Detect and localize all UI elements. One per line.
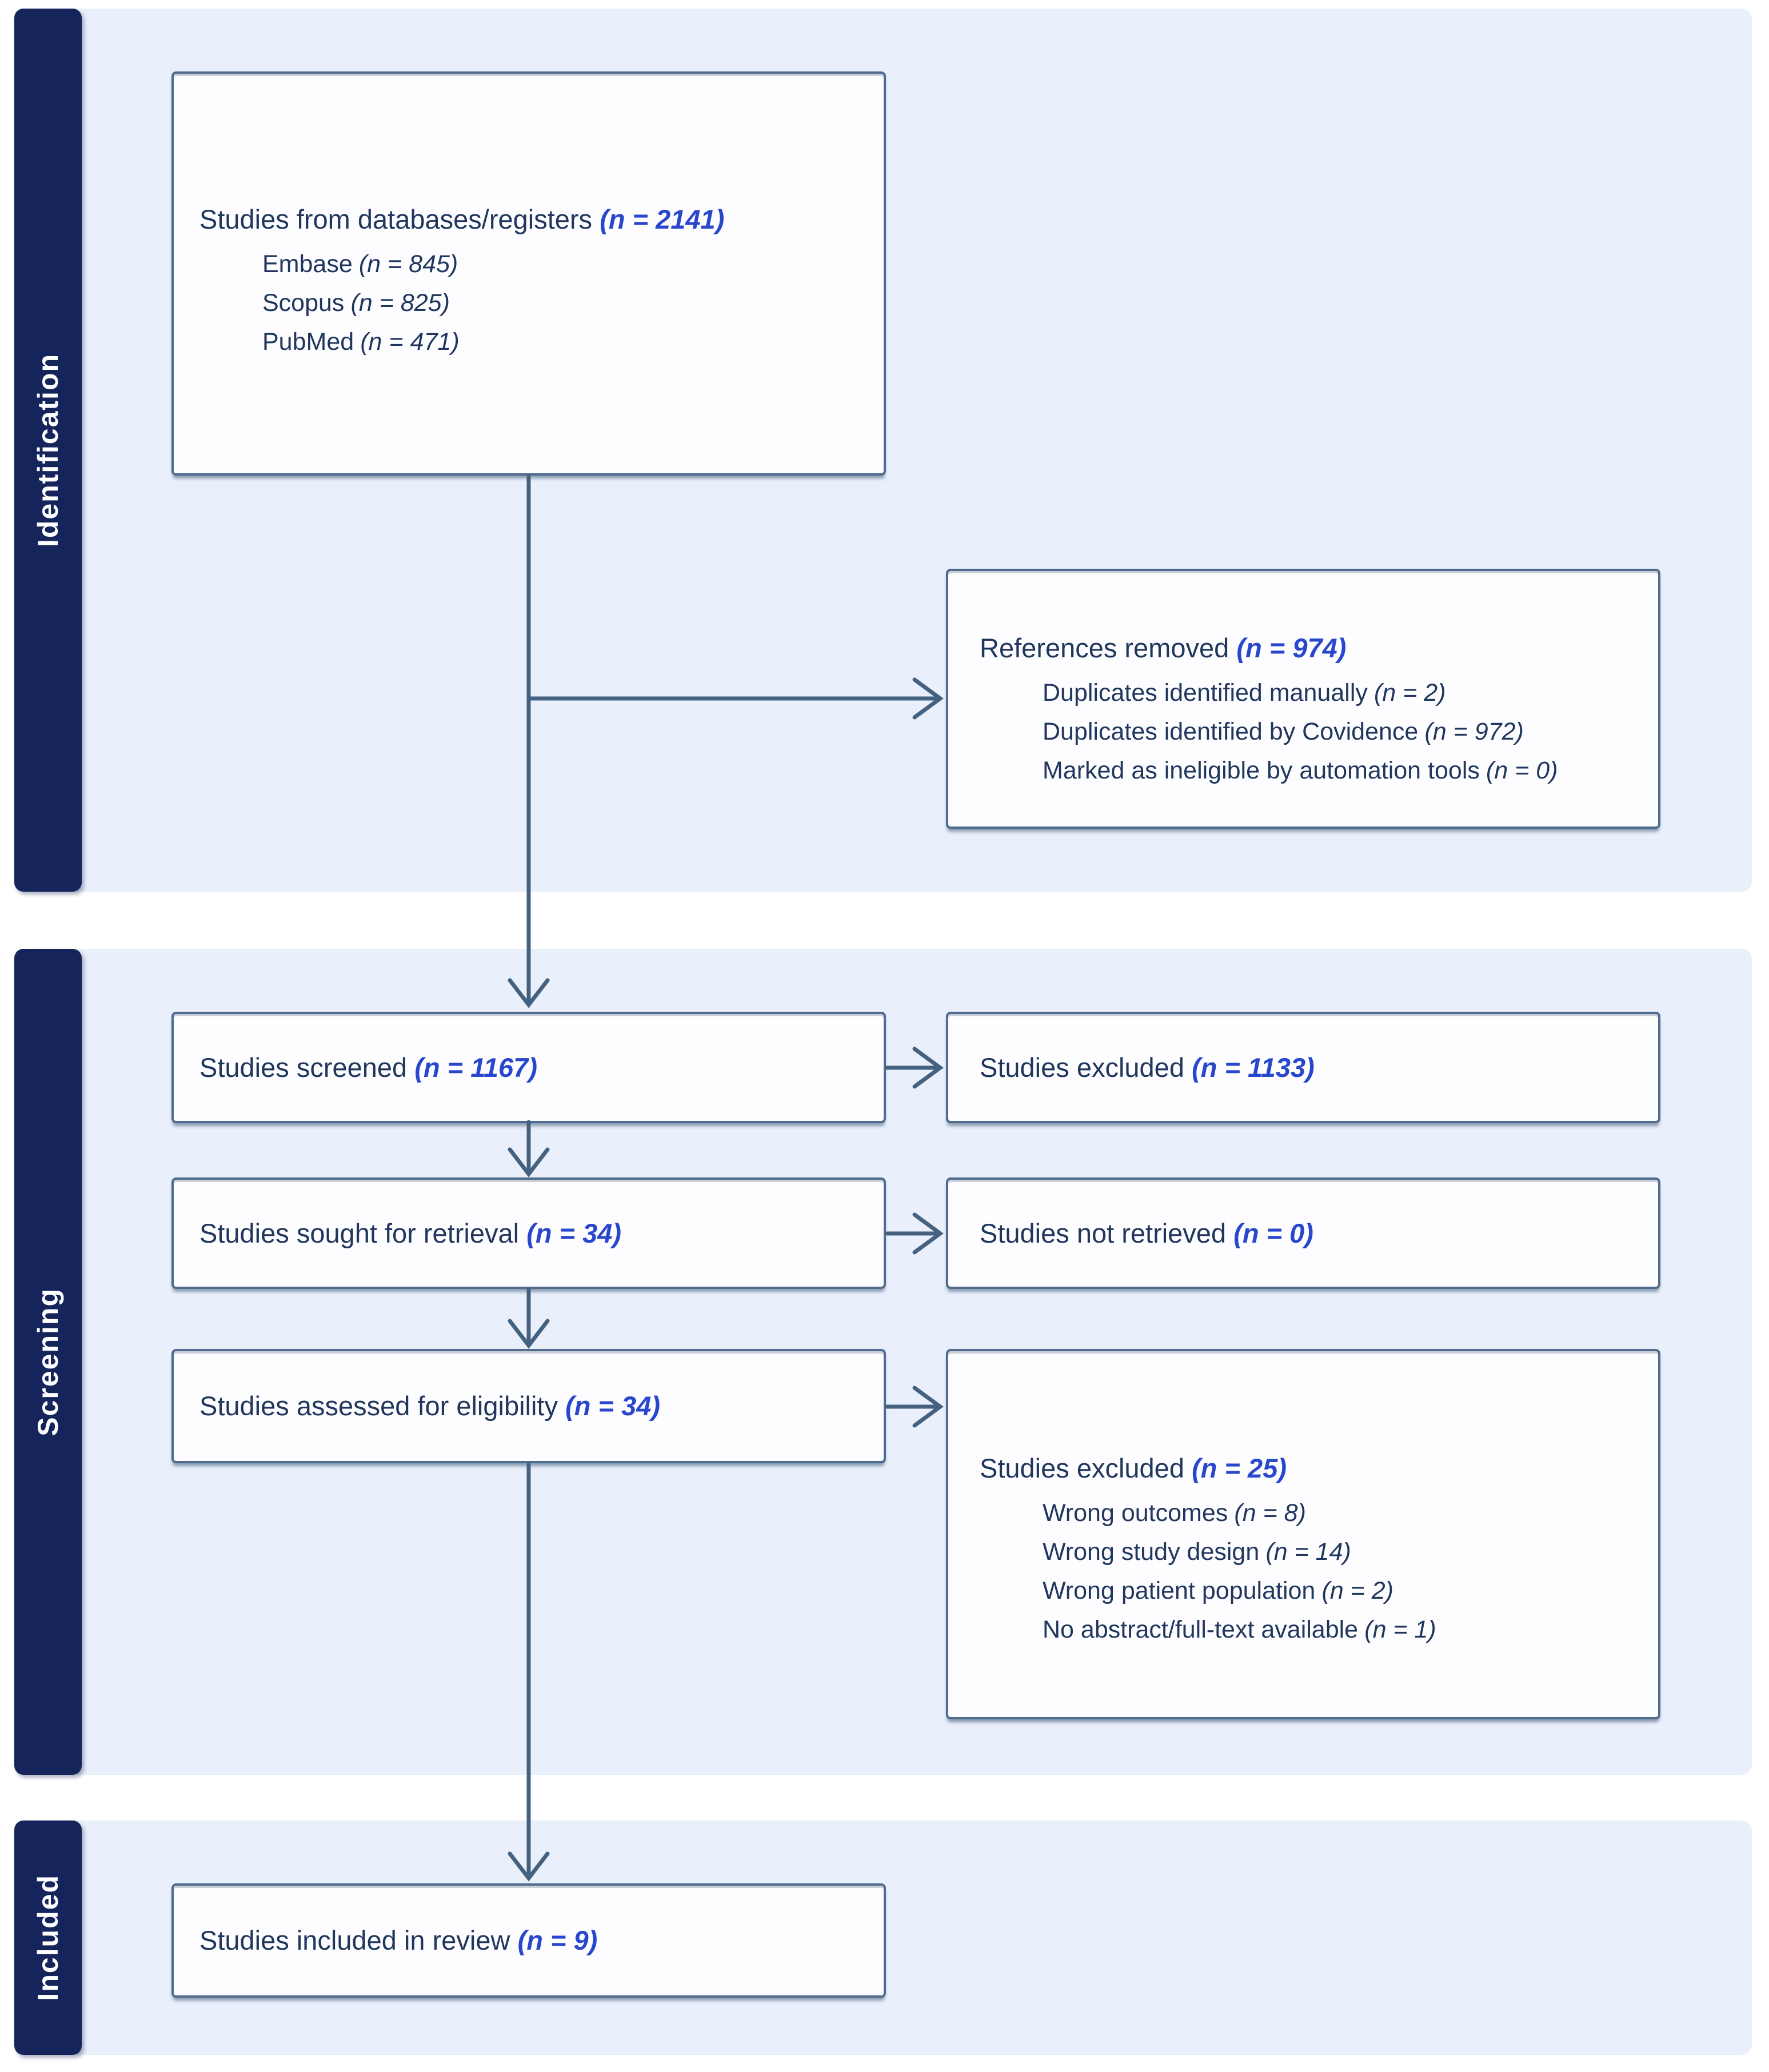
box-count: (n = 9) (517, 1925, 598, 1955)
box-title-text: Studies excluded (980, 1052, 1184, 1083)
subitem-label: Wrong patient population (1043, 1577, 1316, 1604)
box-subitem: Duplicates identified by Covidence(n = 9… (1043, 712, 1641, 751)
subitem-label: PubMed (262, 328, 354, 356)
box-item-list: Wrong outcomes(n = 8)Wrong study design(… (980, 1494, 1641, 1649)
subitem-count: (n = 1) (1364, 1616, 1436, 1643)
box-title: References removed(n = 974) (980, 631, 1641, 665)
box-count: (n = 1133) (1192, 1052, 1315, 1083)
subitem-count: (n = 2) (1321, 1577, 1393, 1604)
arrowhead-right-icon (912, 677, 944, 720)
subitem-label: Wrong study design (1043, 1538, 1260, 1566)
box-title: Studies not retrieved(n = 0) (980, 1216, 1313, 1251)
box-title-text: Studies excluded (980, 1453, 1184, 1483)
subitem-label: Duplicates identified manually (1043, 679, 1368, 706)
arrowhead-down-icon (508, 1851, 550, 1882)
box-item-list: Embase(n = 845)Scopus(n = 825)PubMed(n =… (199, 245, 866, 361)
box-item-list: Duplicates identified manually(n = 2)Dup… (980, 673, 1641, 790)
box-title-text: Studies included in review (199, 1925, 510, 1955)
box-title: Studies screened(n = 1167) (199, 1051, 537, 1085)
box-title-text: References removed (980, 633, 1229, 663)
box-assessed: Studies assessed for eligibility(n = 34) (171, 1349, 886, 1463)
arrowhead-right-icon (912, 1047, 944, 1089)
subitem-count: (n = 825) (350, 289, 450, 317)
subitem-label: No abstract/full-text available (1043, 1616, 1359, 1643)
box-title: Studies assessed for eligibility(n = 34) (199, 1389, 660, 1423)
subitem-count: (n = 8) (1234, 1499, 1306, 1527)
stage-bar-included: Included (14, 1821, 82, 2055)
box-excluded-eligibility: Studies excluded(n = 25) Wrong outcomes(… (946, 1349, 1660, 1719)
box-subitem: Duplicates identified manually(n = 2) (1043, 673, 1641, 712)
box-count: (n = 0) (1233, 1217, 1313, 1248)
box-subitem: Wrong study design(n = 14) (1043, 1532, 1641, 1571)
box-references-removed: References removed(n = 974) Duplicates i… (946, 569, 1660, 829)
box-count: (n = 1167) (414, 1052, 537, 1083)
box-excluded-screening: Studies excluded (n = 1133) (946, 1012, 1660, 1123)
subitem-count: (n = 471) (360, 328, 460, 356)
box-title: Studies included in review(n = 9) (199, 1923, 597, 1958)
arrowhead-right-icon (912, 1212, 944, 1255)
box-title-text: Studies sought for retrieval (199, 1217, 520, 1248)
subitem-count: (n = 2) (1374, 679, 1446, 706)
box-title-text: Studies screened (199, 1052, 408, 1083)
box-subitem: PubMed(n = 471) (262, 322, 866, 361)
box-included-review: Studies included in review(n = 9) (171, 1883, 886, 1998)
box-subitem: Embase(n = 845) (262, 245, 866, 284)
stage-bar-screening: Screening (14, 949, 82, 1775)
stage-bar-identification: Identification (14, 9, 82, 892)
box-subitem: Marked as ineligible by automation tools… (1043, 751, 1641, 790)
box-subitem: Wrong outcomes(n = 8) (1043, 1494, 1641, 1532)
subitem-count: (n = 972) (1424, 718, 1524, 745)
box-title: Studies sought for retrieval(n = 34) (199, 1216, 621, 1251)
arrowhead-down-icon (508, 978, 550, 1008)
box-sought: Studies sought for retrieval(n = 34) (171, 1177, 886, 1289)
subitem-label: Duplicates identified by Covidence (1043, 718, 1419, 745)
box-title: Studies excluded (n = 25) (980, 1451, 1641, 1486)
box-title-text: Studies from databases/registers (199, 204, 593, 234)
box-title-text: Studies not retrieved (980, 1217, 1227, 1248)
subitem-label: Marked as ineligible by automation tools (1043, 757, 1480, 784)
box-count: (n = 34) (565, 1391, 660, 1421)
box-subitem: Wrong patient population(n = 2) (1043, 1571, 1641, 1610)
arrowhead-right-icon (912, 1386, 944, 1428)
box-subitem: No abstract/full-text available(n = 1) (1043, 1610, 1641, 1649)
subitem-count: (n = 14) (1265, 1538, 1351, 1566)
box-title: Studies excluded (n = 1133) (980, 1051, 1315, 1085)
box-count: (n = 25) (1192, 1453, 1287, 1483)
subitem-count: (n = 0) (1486, 757, 1558, 784)
box-count: (n = 34) (526, 1217, 622, 1248)
subitem-label: Wrong outcomes (1043, 1499, 1228, 1527)
box-databases: Studies from databases/registers(n = 214… (171, 71, 886, 476)
box-subitem: Scopus(n = 825) (262, 284, 866, 322)
box-count: (n = 974) (1236, 633, 1347, 663)
box-count: (n = 2141) (600, 204, 725, 234)
box-screened: Studies screened(n = 1167) (171, 1012, 886, 1123)
arrowhead-down-icon (508, 1147, 550, 1177)
subitem-count: (n = 845) (358, 250, 458, 278)
box-not-retrieved: Studies not retrieved(n = 0) (946, 1177, 1660, 1289)
box-title: Studies from databases/registers(n = 214… (199, 202, 866, 237)
arrowhead-down-icon (508, 1319, 550, 1349)
subitem-label: Embase (262, 250, 353, 278)
box-title-text: Studies assessed for eligibility (199, 1391, 558, 1421)
subitem-label: Scopus (262, 289, 345, 317)
